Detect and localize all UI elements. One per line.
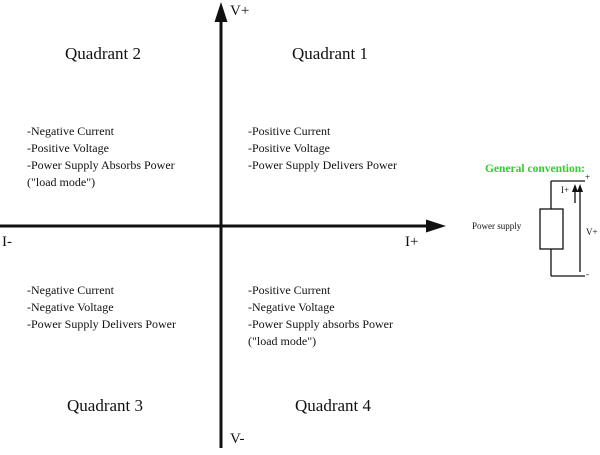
voltage-axis-arrowhead bbox=[214, 2, 228, 22]
i-plus-label: I+ bbox=[405, 234, 419, 250]
voltage-arrow-head bbox=[577, 184, 583, 192]
quadrant-2-note: -Negative Current bbox=[27, 124, 114, 138]
current-arrow-head bbox=[572, 184, 578, 192]
quadrant-3-note: -Negative Current bbox=[27, 283, 114, 297]
quadrant-1-note: -Positive Current bbox=[248, 124, 331, 138]
i-minus-label: I- bbox=[2, 234, 12, 250]
quadrant-3-note: -Negative Voltage bbox=[27, 300, 114, 314]
quadrant-4-notes: -Positive Current -Negative Voltage -Pow… bbox=[248, 282, 393, 350]
minus-terminal-label: - bbox=[586, 269, 589, 279]
quadrant-2-title: Quadrant 2 bbox=[65, 44, 142, 63]
quadrant-4-note: ("load mode") bbox=[248, 334, 317, 348]
current-label: I+ bbox=[561, 185, 570, 195]
power-supply-label: Power supply bbox=[472, 221, 522, 231]
v-minus-label: V- bbox=[230, 431, 245, 447]
quadrant-2-notes: -Negative Current -Positive Voltage -Pow… bbox=[27, 123, 175, 191]
quadrant-1-note: -Power Supply Delivers Power bbox=[248, 158, 397, 172]
quadrant-4-note: -Negative Voltage bbox=[248, 300, 335, 314]
convention-schematic bbox=[539, 180, 585, 277]
quadrant-2-note: -Positive Voltage bbox=[27, 141, 109, 155]
quadrant-4-note: -Positive Current bbox=[248, 283, 331, 297]
quadrant-3-notes: -Negative Current -Negative Voltage -Pow… bbox=[27, 282, 176, 333]
v-plus-label: V+ bbox=[230, 3, 250, 19]
quadrant-4-note: -Power Supply absorbs Power bbox=[248, 317, 393, 331]
quadrant-3-note: -Power Supply Delivers Power bbox=[27, 317, 176, 331]
current-axis-arrowhead bbox=[426, 219, 446, 233]
quadrant-4-title: Quadrant 4 bbox=[295, 396, 372, 415]
quadrant-1-title: Quadrant 1 bbox=[292, 44, 369, 63]
quadrant-2-note: ("load mode") bbox=[27, 175, 96, 189]
quadrant-1-notes: -Positive Current -Positive Voltage -Pow… bbox=[248, 123, 397, 174]
power-supply-box bbox=[539, 208, 564, 250]
quadrant-1-note: -Positive Voltage bbox=[248, 141, 330, 155]
voltage-label: V+ bbox=[586, 227, 598, 237]
convention-title: General convention: bbox=[485, 163, 585, 175]
plus-terminal-label: + bbox=[585, 172, 591, 182]
quadrant-3-title: Quadrant 3 bbox=[67, 396, 144, 415]
quadrant-2-note: -Power Supply Absorbs Power bbox=[27, 158, 175, 172]
